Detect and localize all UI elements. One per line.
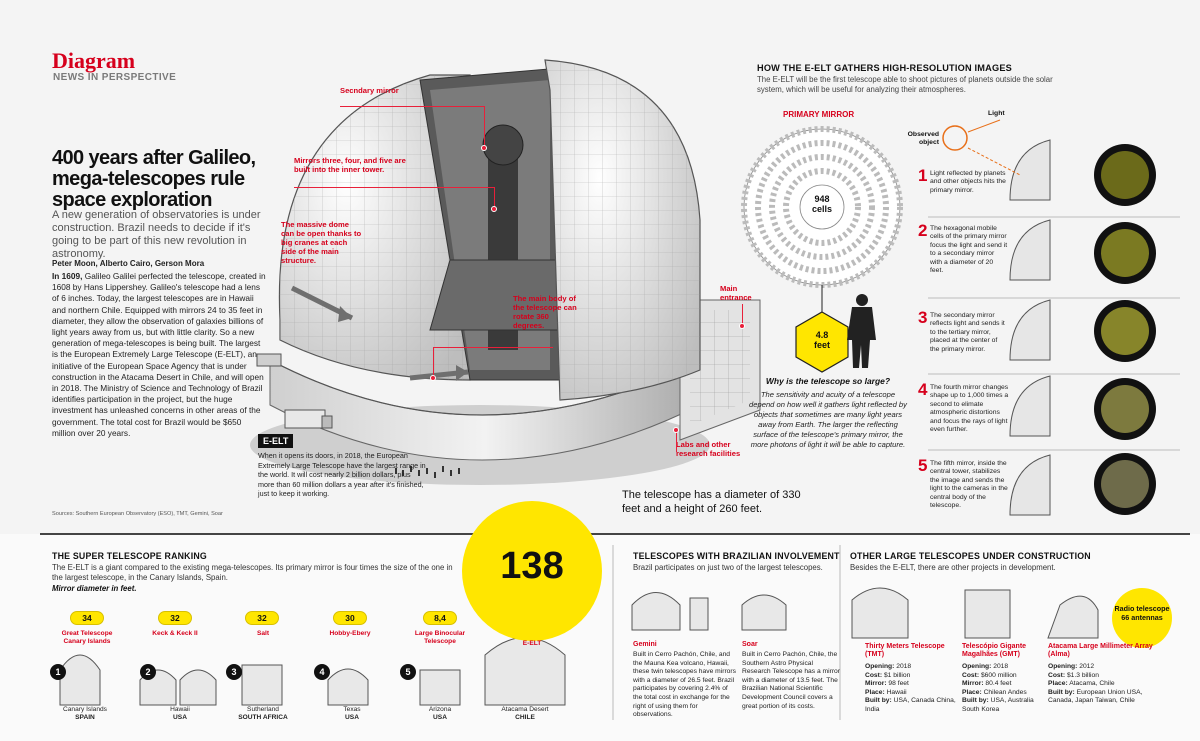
article-body: In 1609, Galileo Galilei perfected the t… [52,271,266,439]
diameter-note: The telescope has a diameter of 330 feet… [622,489,801,515]
body-text: Galileo Galilei perfected the telescope,… [52,271,266,438]
rank-3-badge: 3 [226,664,242,680]
other-title: OTHER LARGE TELESCOPES UNDER CONSTRUCTIO… [850,551,1091,561]
rank-1-badge: 1 [50,664,66,680]
rank-2-name: Keck & Keck II [152,630,198,637]
article-subtitle: A new generation of observatories is und… [52,209,261,260]
sources-note: Sources: Southern European Observatory (… [52,511,223,517]
gemini-name: Gemini [633,641,657,648]
why-body: The sensitivity and acuity of a telescop… [749,390,907,449]
primary-mirror-label: PRIMARY MIRROR [783,110,855,119]
tmt-specs: Opening: 2018 Cost: $1 billion Mirror: 9… [865,663,956,713]
callout-mirrors-tower: Mirrors three, four, and five are built … [294,156,406,174]
why-title: Why is the telescope so large? [765,376,891,386]
step-5-text: The fifth mirror, inside the central tow… [930,460,1008,510]
brazil-subtitle: Brazil participates on just two of the l… [633,563,823,572]
body-lead: In 1609, [52,271,83,281]
article-title: 400 years after Galileo, mega-telescopes… [52,147,256,211]
elt-rank-name: E-ELT [522,640,542,647]
brazil-title: TELESCOPES WITH BRAZILIAN INVOLVEMENT [633,551,840,561]
rank-4-value: 30 [333,611,367,625]
tmt-name: Thirty Meters Telescope (TMT) [865,643,945,659]
ranking-title: THE SUPER TELESCOPE RANKING [52,551,207,561]
hex-value: 4.8 [815,330,829,340]
cells-count: 948 cells [800,194,844,214]
gather-subtitle: The E-ELT will be the first telescope ab… [757,75,1053,94]
callout-main-entrance: Main entrance [720,284,752,302]
rank-5-value: 8,4 [423,611,457,625]
elt-description: When it opens its doors, in 2018, the Eu… [258,451,426,499]
step-1-number: 1 [918,166,928,185]
gmt-specs: Opening: 2018 Cost: $600 million Mirror:… [962,663,1034,713]
elt-mirror-circle [462,501,602,641]
step-3-text: The secondary mirror reflects light and … [930,312,1005,353]
callout-main-body: The main body of the telescope can rotat… [513,294,577,330]
soar-name: Soar [742,641,758,648]
ranking-unit-note: Mirror diameter in feet. [52,584,137,593]
rank-1-value: 34 [70,611,104,625]
step-4-text: The fourth mirror changes shape up to 1,… [930,384,1009,434]
callout-secondary-mirror: Secndary mirror [340,86,399,95]
article-authors: Peter Moon, Alberto Cairo, Gerson Mora [52,259,205,268]
rank-5-name: Large Binocular Telescope [414,630,466,645]
kicker: NEWS IN PERSPECTIVE [53,72,177,83]
cells-value: 948 [814,194,830,204]
ranking-subtitle: The E-ELT is a giant compared to the exi… [52,563,453,582]
other-subtitle: Besides the E-ELT, there are other proje… [850,563,1056,572]
step-5-number: 5 [918,456,928,475]
rank-3-name: Salt [256,630,270,637]
section-label: Diagram [52,48,136,73]
cells-label: cells [811,204,833,214]
elt-tag: E-ELT [258,434,294,448]
soar-text: Built in Cerro Pachón, Chile, the Southe… [742,651,841,710]
rank-4-badge: 4 [314,664,330,680]
gather-title: HOW THE E-ELT GATHERS HIGH-RESOLUTION IM… [757,63,1012,73]
step-4-number: 4 [918,380,928,399]
step-1-text: Light reflected by planets and other obj… [930,170,1006,194]
gmt-name: Telescópio Gigante Magalhães (GMT) [962,643,1027,659]
rank-3-value: 32 [245,611,279,625]
rank-5-badge: 5 [400,664,416,680]
callout-dome: The massive dome can be open thanks to b… [281,220,362,265]
radio-badge-text: Radio telescope 66 antennas [1114,604,1170,622]
light-label: Light [988,110,1005,117]
alma-specs: Opening: 2012 Cost: $1.3 billion Place: … [1048,663,1143,705]
gemini-text: Built in Cerro Pachón, Chile, and the Ma… [633,651,736,719]
rank-2-value: 32 [158,611,192,625]
callout-labs: Labs and other research facilities [676,440,741,458]
step-3-number: 3 [918,308,928,327]
rank-2-badge: 2 [140,664,156,680]
radio-badge-circle [1112,588,1172,648]
rank-1-name: Great Telescope Canary Islands [61,630,113,645]
step-2-number: 2 [918,221,928,240]
rank-4-name: Hobby-Ebery [329,630,371,637]
step-2-text: The hexagonal mobile cells of the primar… [930,225,1008,275]
primary-mirror-graphic [741,126,903,288]
observed-object-label: Observed object [907,131,939,146]
elt-mirror-value: 138 [500,545,564,587]
alma-name: Atacama Large Millimeter Array (Alma) [1048,643,1153,659]
hex-size: 4.8 feet [800,330,844,350]
hex-unit: feet [813,340,830,350]
